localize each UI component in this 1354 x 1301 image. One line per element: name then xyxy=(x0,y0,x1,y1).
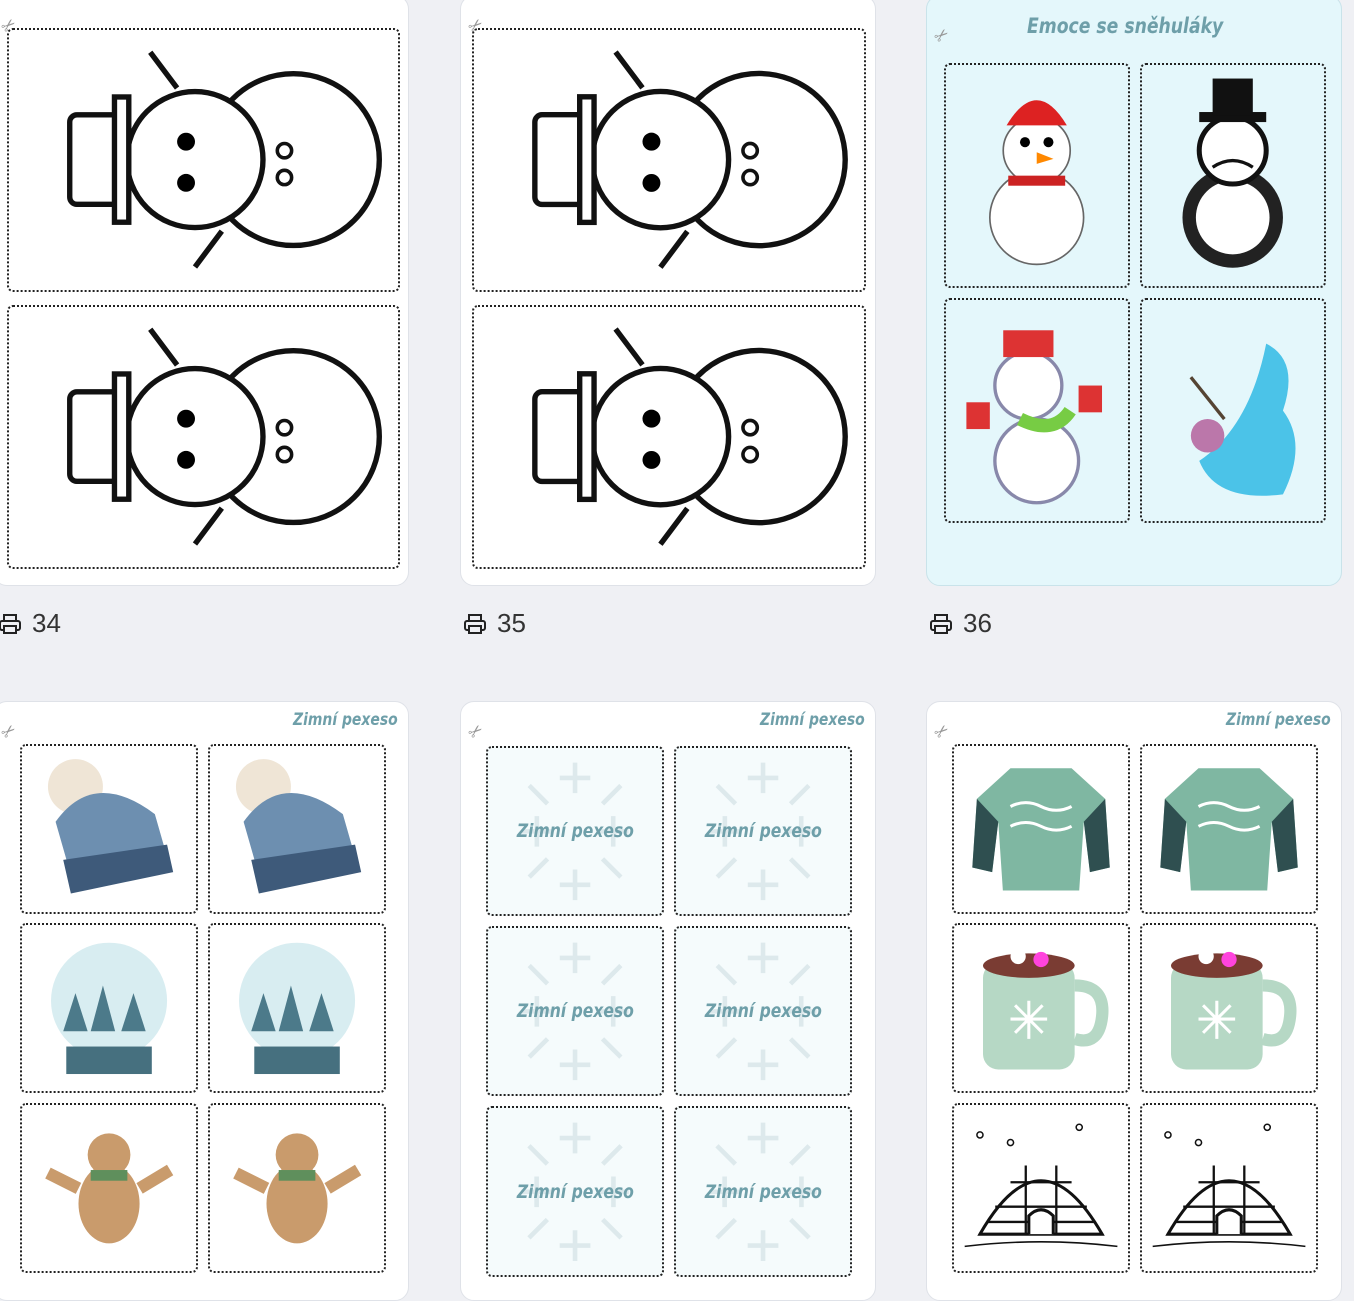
page-card-35[interactable]: ✂ xyxy=(460,0,876,586)
page-number: 36 xyxy=(963,608,992,638)
card-back-label: Zimní pexeso xyxy=(516,820,634,842)
memory-card-back: Zimní pexeso xyxy=(674,926,852,1096)
snowman-outline-image xyxy=(490,40,849,279)
memory-card-back: Zimní pexeso xyxy=(674,746,852,916)
image-cell xyxy=(1140,63,1326,288)
card-back-label: Zimní pexeso xyxy=(704,1180,822,1203)
page-title: Zimní pexeso xyxy=(293,710,398,730)
scissors-icon: ✂ xyxy=(464,719,488,744)
memory-card xyxy=(20,923,198,1093)
card-back-label: Zimní pexeso xyxy=(516,1000,634,1022)
memory-card xyxy=(20,744,198,914)
memory-card xyxy=(208,1103,386,1273)
image-cell xyxy=(7,28,400,292)
page-title: Zimní pexeso xyxy=(1226,710,1331,730)
image-cell xyxy=(472,28,866,292)
image-cell xyxy=(472,305,866,569)
image-cell xyxy=(944,63,1130,288)
cocoa-mug-image xyxy=(961,932,1121,1085)
page-card-37[interactable]: ✂ Zimní pexeso xyxy=(0,701,409,1301)
card-back-label: Zimní pexeso xyxy=(704,1000,822,1022)
scissors-icon: ✂ xyxy=(930,719,954,744)
print-page-36[interactable]: 36 xyxy=(929,608,992,639)
memory-card xyxy=(1140,744,1318,914)
memory-card xyxy=(208,744,386,914)
snowman-melted-image xyxy=(1149,309,1316,512)
igloo-image xyxy=(1149,1112,1309,1265)
page-card-36[interactable]: ✂ Emoce se sněhuláky xyxy=(926,0,1342,586)
snow-globe-image xyxy=(29,932,189,1085)
winter-hat-image xyxy=(217,753,377,906)
snowman-happy-image xyxy=(953,74,1120,277)
printer-icon xyxy=(930,613,952,634)
sweater-image xyxy=(1149,753,1309,906)
page-card-38[interactable]: ✂ Zimní pexeso Zimní pexeso Zimní pexeso… xyxy=(460,701,876,1301)
scissors-icon: ✂ xyxy=(930,23,954,48)
sweater-image xyxy=(961,753,1121,906)
memory-card xyxy=(20,1103,198,1273)
memory-card xyxy=(208,923,386,1093)
memory-card-back: Zimní pexeso xyxy=(486,926,664,1096)
winter-hat-image xyxy=(29,753,189,906)
snowman-outline-image xyxy=(25,317,383,556)
page-title: Zimní pexeso xyxy=(760,710,865,730)
memory-card-back: Zimní pexeso xyxy=(486,1106,664,1277)
image-cell xyxy=(944,298,1130,523)
memory-card xyxy=(1140,923,1318,1093)
print-page-34[interactable]: 34 xyxy=(0,608,61,639)
memory-card xyxy=(952,744,1130,914)
snow-globe-image xyxy=(217,932,377,1085)
card-back-label: Zimní pexeso xyxy=(704,820,822,842)
page-number: 35 xyxy=(497,608,526,638)
print-page-35[interactable]: 35 xyxy=(463,608,526,639)
memory-card xyxy=(1140,1103,1318,1273)
page-card-34[interactable]: ✂ xyxy=(0,0,409,586)
cocoa-mug-image xyxy=(1149,932,1309,1085)
memory-card xyxy=(952,1103,1130,1273)
printer-icon xyxy=(0,613,21,634)
snowman-sad-image xyxy=(1149,74,1316,277)
snowman-outline-image xyxy=(25,40,383,279)
memory-card-back: Zimní pexeso xyxy=(674,1106,852,1277)
memory-card-back: Zimní pexeso xyxy=(486,746,664,916)
printer-icon xyxy=(464,613,486,634)
scissors-icon: ✂ xyxy=(0,719,21,744)
skating-bear-image xyxy=(29,1112,189,1265)
skating-bear-image xyxy=(217,1112,377,1265)
image-cell xyxy=(7,305,400,569)
page-number: 34 xyxy=(32,608,61,638)
page-card-39[interactable]: ✂ Zimní pexeso xyxy=(926,701,1342,1301)
memory-card xyxy=(952,923,1130,1093)
snowman-angry-image xyxy=(953,309,1120,512)
igloo-image xyxy=(961,1112,1121,1265)
image-cell xyxy=(1140,298,1326,523)
page-title: Emoce se sněhuláky xyxy=(1027,14,1224,38)
snowman-outline-image xyxy=(490,317,849,556)
card-back-label: Zimní pexeso xyxy=(516,1180,634,1203)
